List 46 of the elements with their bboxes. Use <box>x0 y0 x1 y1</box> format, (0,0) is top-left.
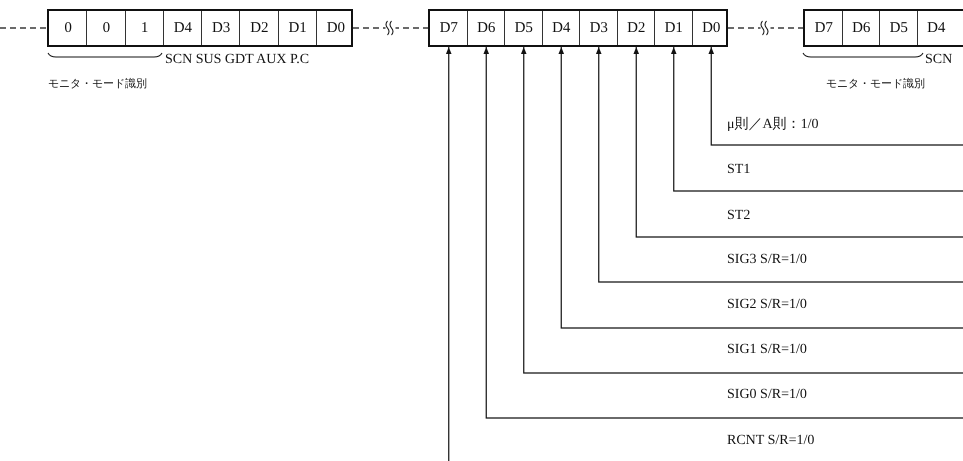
bit-cell: D4 <box>916 11 955 45</box>
register-box <box>428 9 728 47</box>
bit-cell: D0 <box>692 11 730 45</box>
bit-cell: D3 <box>201 11 240 45</box>
continuation-line <box>0 27 47 29</box>
signal-label: SIG1 S/R=1/0 <box>727 342 807 358</box>
bit-cell: D1 <box>278 11 317 45</box>
arrow <box>520 47 963 374</box>
signal-label: SIG0 S/R=1/0 <box>727 387 807 403</box>
bit-cell: 0 <box>86 11 126 45</box>
bit-cell: D5 <box>879 11 918 45</box>
bit-cell: D0 <box>316 11 355 45</box>
bit-cell: D7 <box>430 11 468 45</box>
signal-label: SIG2 S/R=1/0 <box>727 297 807 313</box>
field-label: モニタ・モード識別 <box>826 76 925 92</box>
bit-cell: D2 <box>239 11 278 45</box>
bit-cell: D7 <box>805 11 842 45</box>
register-box <box>803 9 963 47</box>
signal-label: SIG3 S/R=1/0 <box>727 252 807 268</box>
bit-cell: 1 <box>124 11 164 45</box>
bit-cell: D3 <box>579 11 618 45</box>
arrow <box>483 47 963 419</box>
bit-cell: D6 <box>466 11 505 45</box>
field-label: モニタ・モード識別 <box>48 76 147 92</box>
signal-label: RCNT S/R=1/0 <box>727 433 814 449</box>
field-label: SCN SUS GDT AUX P.C <box>165 52 310 68</box>
signal-label: μ則／A則：1/0 <box>727 117 819 133</box>
bit-cell: D5 <box>504 11 542 45</box>
bit-cell: 0 <box>49 11 88 45</box>
signal-label: ST1 <box>727 162 750 178</box>
bit-cell: D2 <box>616 11 655 45</box>
arrow <box>708 47 963 146</box>
field-label: SCN <box>925 52 952 68</box>
arrow <box>558 47 963 329</box>
arrow <box>670 47 963 192</box>
bit-cell: D4 <box>162 11 202 45</box>
continuation-line <box>353 27 428 29</box>
arrow <box>446 47 452 461</box>
continuation-line <box>728 27 803 29</box>
arrow <box>633 47 963 238</box>
register-box <box>47 9 353 47</box>
signal-label: ST2 <box>727 208 750 224</box>
arrow <box>596 47 963 283</box>
bit-cell: D4 <box>542 11 580 45</box>
bit-cell: D6 <box>842 11 880 45</box>
bit-cell: D1 <box>654 11 692 45</box>
